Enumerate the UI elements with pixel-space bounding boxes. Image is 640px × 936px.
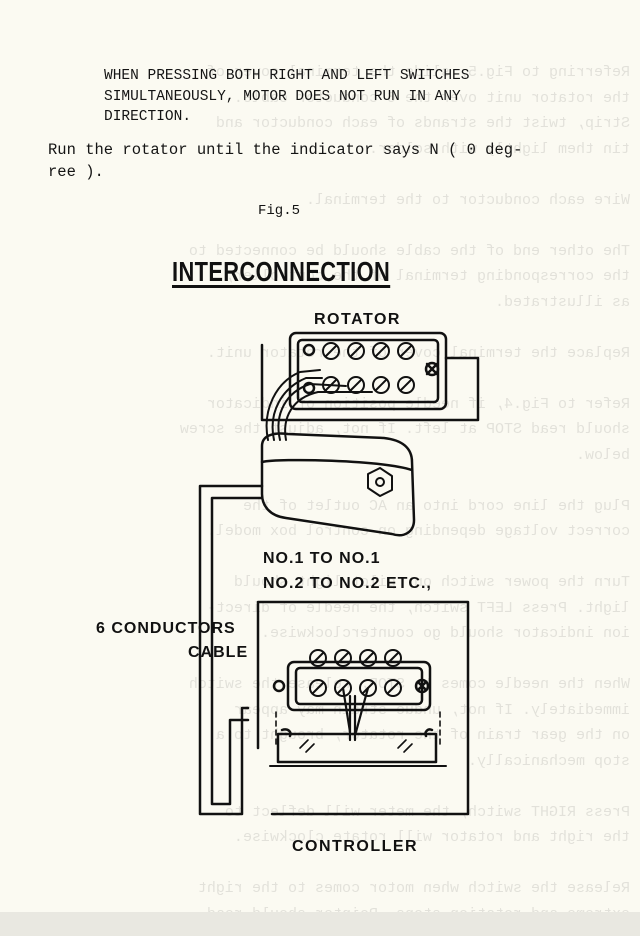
cable-outer [198, 484, 264, 816]
controller-frame [256, 600, 470, 816]
cable-label-line1: 6 CONDUCTORS [96, 620, 236, 637]
instruction-text: Run the rotator until the indicator says… [48, 141, 523, 181]
rotator-frame [260, 343, 480, 422]
figure-title: INTERCONNECTION [172, 256, 391, 287]
rotator-terminal-block [288, 331, 448, 411]
cable-label-line2: CABLE [188, 644, 249, 661]
rotator-label: ROTATOR [314, 311, 401, 328]
warning-text: WHEN PRESSING BOTH RIGHT AND LEFT SWITCH… [104, 68, 470, 125]
cable-inner [210, 496, 264, 806]
manual-page: Referring to Fig.5, slide the terminal c… [0, 0, 640, 912]
interconnection-diagram [198, 331, 480, 816]
controller-screw-terminals [309, 649, 402, 697]
terminal-cover [260, 432, 416, 537]
controller-label: CONTROLLER [292, 838, 419, 855]
controller-base [269, 728, 447, 767]
connection-note-line2: NO.2 TO NO.2 ETC., [263, 575, 432, 592]
cover-nut [367, 467, 393, 497]
controller-wires [341, 686, 370, 742]
terminal-cover-edge [260, 458, 414, 472]
rotator-wires [265, 369, 373, 441]
controller-terminal-block [272, 649, 432, 712]
figure-label: Fig.5 [258, 203, 301, 219]
rotator-screw-terminals [322, 342, 415, 394]
controller-dashed-guide [275, 711, 441, 749]
connection-note-line1: NO.1 TO NO.1 [263, 550, 381, 567]
